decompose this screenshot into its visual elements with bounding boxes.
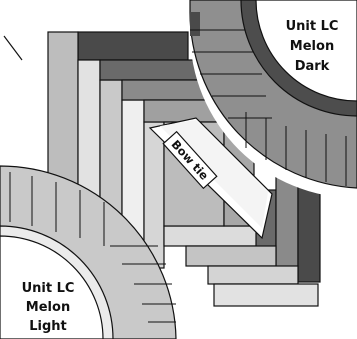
melon-dark-label-line1: Unit LC (286, 19, 339, 34)
melon-light-label-line2: Melon (26, 300, 70, 315)
melon-light-label-line1: Unit LC (22, 281, 75, 296)
melon-light-label-line3: Light (29, 319, 67, 334)
pointer-line (3, 35, 23, 61)
melon-dark-unit: Unit LC Melon Dark (189, 0, 357, 199)
melon-light-unit: Unit LC Melon Light (0, 165, 177, 339)
melon-dark-label-line2: Melon (290, 39, 334, 54)
bow-tie-label-box (162, 130, 218, 190)
melon-dark-label-line3: Dark (295, 59, 330, 74)
